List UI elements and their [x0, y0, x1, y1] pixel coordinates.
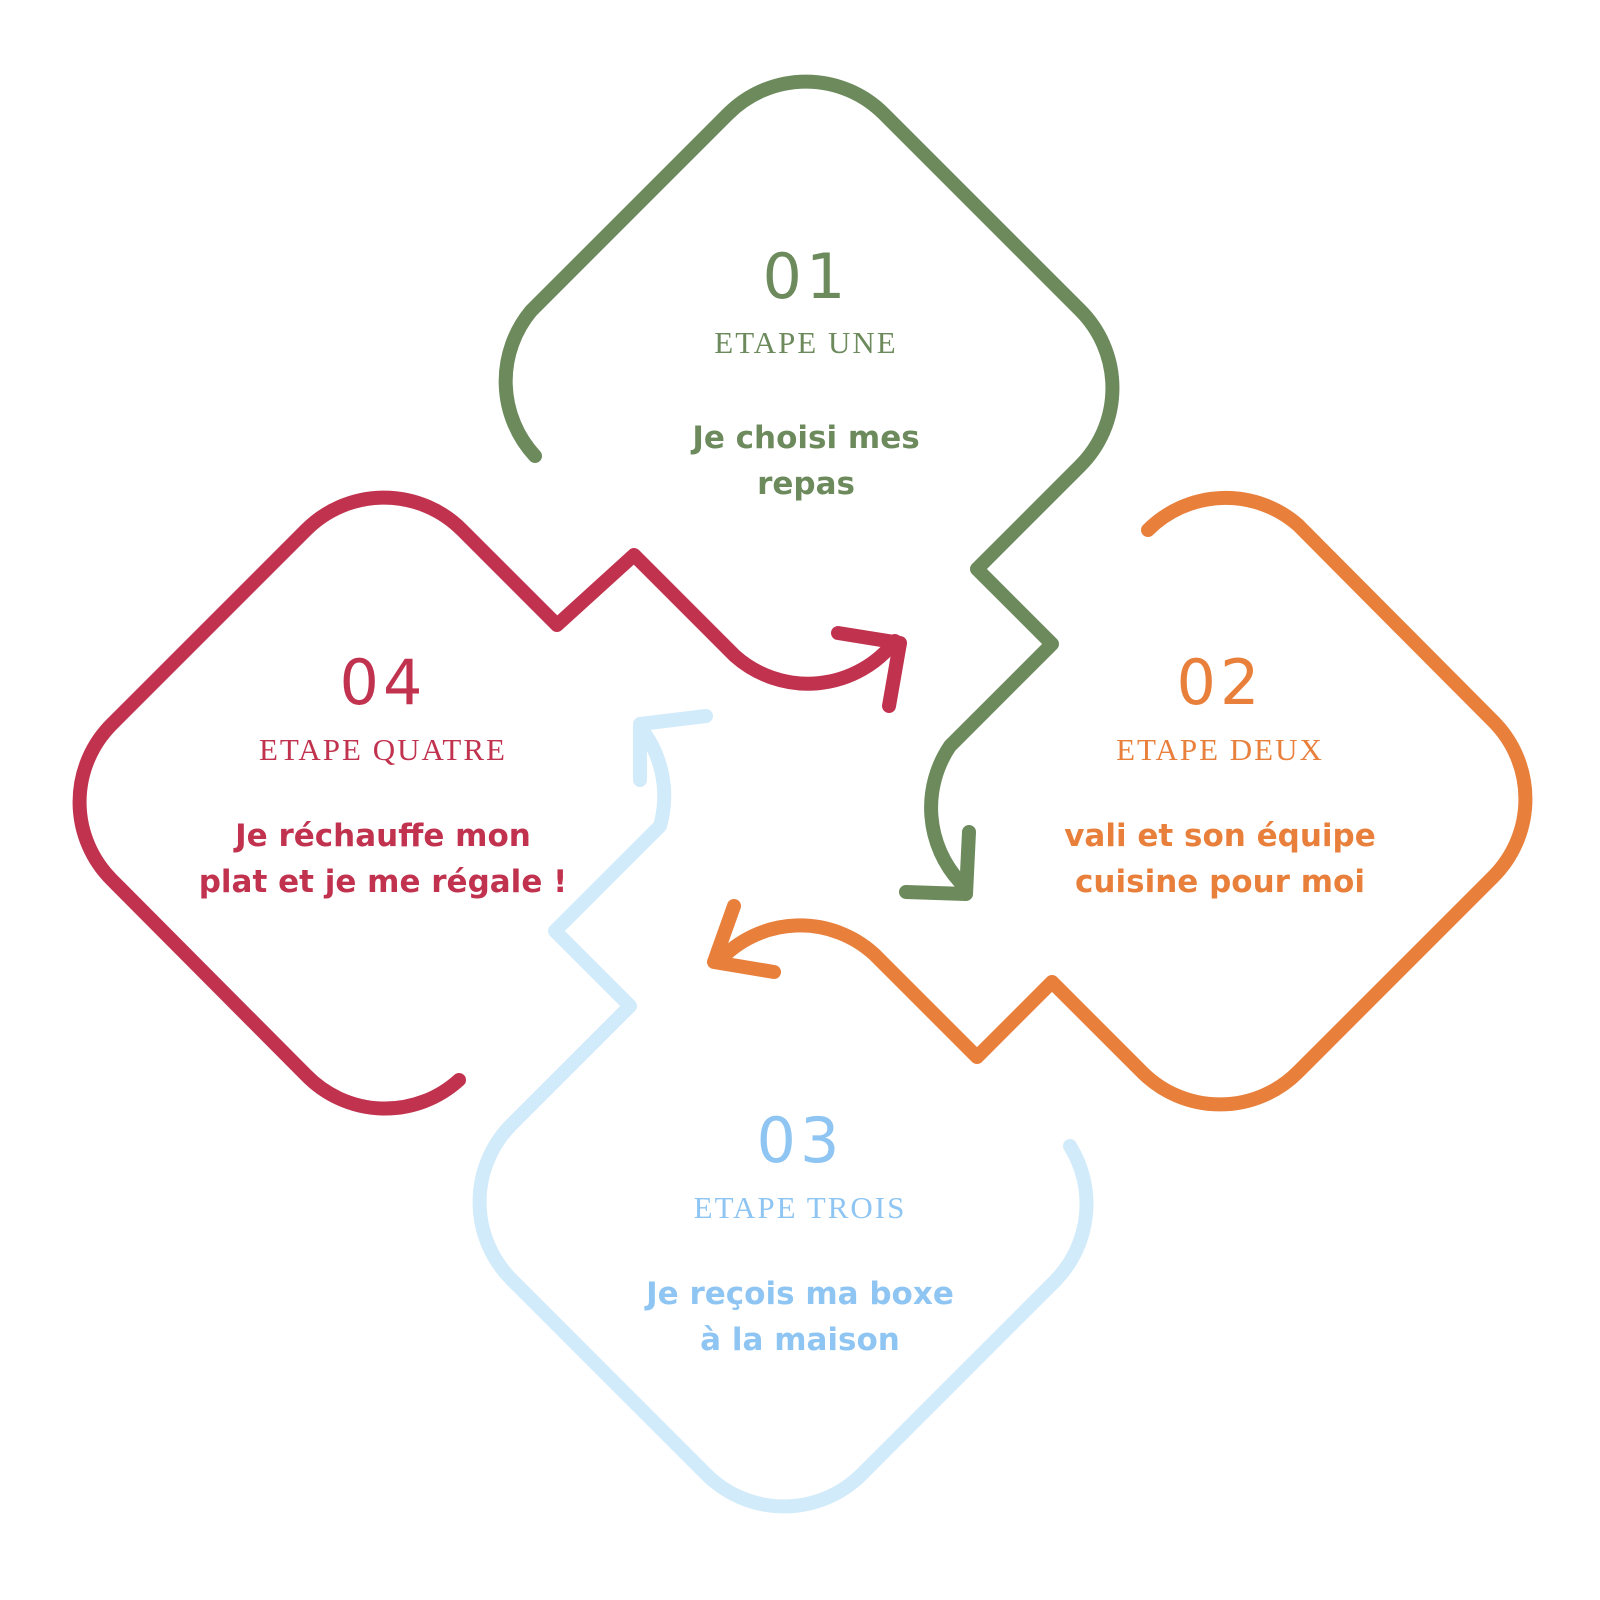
step-3-description-line-1: Je reçois ma boxe — [644, 1276, 954, 1312]
step-3-outline — [472, 720, 1094, 1514]
step-1-outline — [498, 74, 1120, 889]
step-2-description-line-1: vali et son équipe — [1064, 818, 1376, 854]
step-2-text: 02 ETAPE DEUX vali et son équipe cuisine… — [1064, 646, 1376, 900]
step-3-description-line-2: à la maison — [700, 1322, 900, 1358]
step-4-description-line-1: Je réchauffe mon — [233, 818, 531, 854]
step-4-shape — [72, 490, 907, 1116]
step-2-number: 02 — [1177, 646, 1264, 719]
step-1-shape — [498, 74, 1120, 901]
step-3-shape — [472, 709, 1094, 1514]
step-3-arrow-icon — [633, 709, 713, 787]
step-4-label: ETAPE QUATRE — [259, 732, 507, 767]
step-4-arrow-icon — [831, 626, 907, 713]
step-2-shape — [707, 490, 1533, 1112]
step-4-text: 04 ETAPE QUATRE Je réchauffe mon plat et… — [199, 646, 568, 900]
step-1-description-line-2: repas — [757, 466, 855, 502]
step-3-label: ETAPE TROIS — [694, 1190, 907, 1225]
step-1-arrow-icon — [899, 825, 976, 901]
step-4-description-line-2: plat et je me régale ! — [199, 864, 568, 900]
step-3-number: 03 — [757, 1104, 844, 1177]
step-2-description-line-2: cuisine pour moi — [1075, 864, 1365, 900]
step-2-outline — [713, 490, 1533, 1112]
step-4-outline — [72, 490, 902, 1116]
step-3-text: 03 ETAPE TROIS Je reçois ma boxe à la ma… — [644, 1104, 954, 1358]
step-1-number: 01 — [763, 240, 850, 313]
step-4-number: 04 — [340, 646, 427, 719]
step-1-label: ETAPE UNE — [714, 325, 897, 360]
step-2-label: ETAPE DEUX — [1116, 732, 1324, 767]
step-2-arrow-icon — [707, 899, 781, 979]
step-1-text: 01 ETAPE UNE Je choisi mes repas — [690, 240, 919, 502]
step-1-description-line-1: Je choisi mes — [690, 420, 919, 456]
